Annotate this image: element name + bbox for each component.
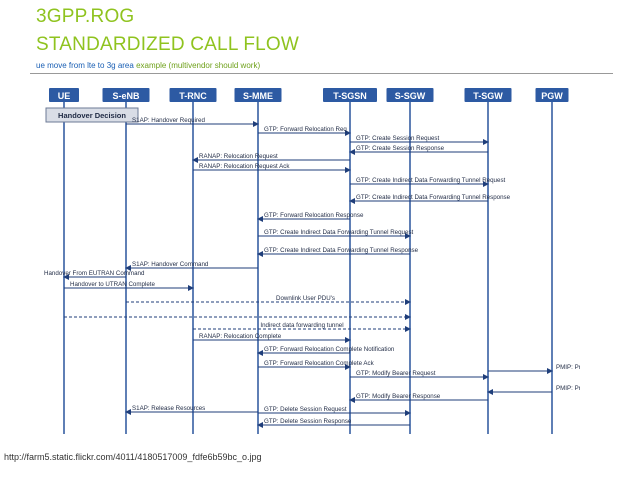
node-box-pgw [535,88,569,102]
message-label: GTP: Create Indirect Data Forwarding Tun… [356,194,511,201]
message-label: Downlink User PDU's [276,295,335,302]
call-flow-diagram: UE S-eNB T-RNC S-MME T-SGSN S-SGW T-SGW PGW Han… [44,88,580,434]
node-label-t-rnc: T-RNC [179,91,207,101]
step-box-label: Handover Decision [58,111,126,120]
message-label: Indirect data forwarding tunnel [260,322,343,329]
node-box-s-mme [234,88,282,102]
message-label: RANAP: Relocation Complete [199,333,282,340]
node-box-t-sgw [464,88,512,102]
message-label: S1AP: Handover Command [132,261,209,268]
message-label: S1AP: Release Resources [132,405,205,412]
message-label: PMIP: Proxy Binding Update [556,364,580,371]
subtitle-text: example (multivendor should work) [136,61,261,70]
message-label: GTP: Create Indirect Data Forwarding Tun… [264,229,414,236]
message-label: GTP: Modify Bearer Response [356,393,441,400]
page-subtitle: ue move from lte to 3g area example (mul… [36,61,260,70]
source-url[interactable]: http://farm5.static.flickr.com/4011/4180… [4,452,262,462]
message-label: S1AP: Handover Required [132,117,205,124]
page-title-line2: STANDARDIZED CALL FLOW [36,34,300,55]
node-label-pgw: PGW [541,91,563,101]
title-divider [30,73,613,74]
node-box-s-enb [102,88,150,102]
node-label-t-sgw: T-SGW [473,91,503,101]
message-label: RANAP: Relocation Request [199,153,278,160]
message-label: GTP: Create Session Response [356,145,445,152]
node-label-ue: UE [58,91,71,101]
node-box-s-sgw [386,88,434,102]
node-box-ue [49,88,79,102]
message-label: GTP: Delete Session Response [264,418,352,425]
message-label: GTP: Delete Session Request [264,406,347,413]
node-box-t-rnc [169,88,217,102]
node-label-s-enb: S-eNB [112,91,140,101]
message-label: RANAP: Relocation Request Ack [199,163,290,170]
node-label-s-mme: S-MME [243,91,273,101]
message-label: GTP: Forward Relocation Complete Ack [264,360,375,367]
page-title-line1: 3GPP.ROG [36,6,135,27]
node-box-t-sgsn [323,88,377,102]
message-label: GTP: Forward Relocation Complete Notific… [264,346,395,353]
node-label-s-sgw: S-SGW [395,91,426,101]
message-label: GTP: Modify Bearer Request [356,370,436,377]
message-label: GTP: Forward Relocation Req [264,126,347,133]
node-label-t-sgsn: T-SGSN [333,91,367,101]
message-label: PMIP: Proxy Binding Update Ack [556,385,580,392]
message-label: Handover to UTRAN Complete [70,281,155,288]
step-box-handover-decision [45,107,139,123]
message-label: GTP: Forward Relocation Response [264,212,364,219]
message-label: GTP: Create Indirect Data Forwarding Tun… [264,247,419,254]
message-label: Handover From EUTRAN Command [44,270,145,277]
message-label: GTP: Create Indirect Data Forwarding Tun… [356,177,506,184]
subtitle-link[interactable]: ue move from lte to 3g area [36,61,134,70]
message-label: GTP: Create Session Request [356,135,440,142]
